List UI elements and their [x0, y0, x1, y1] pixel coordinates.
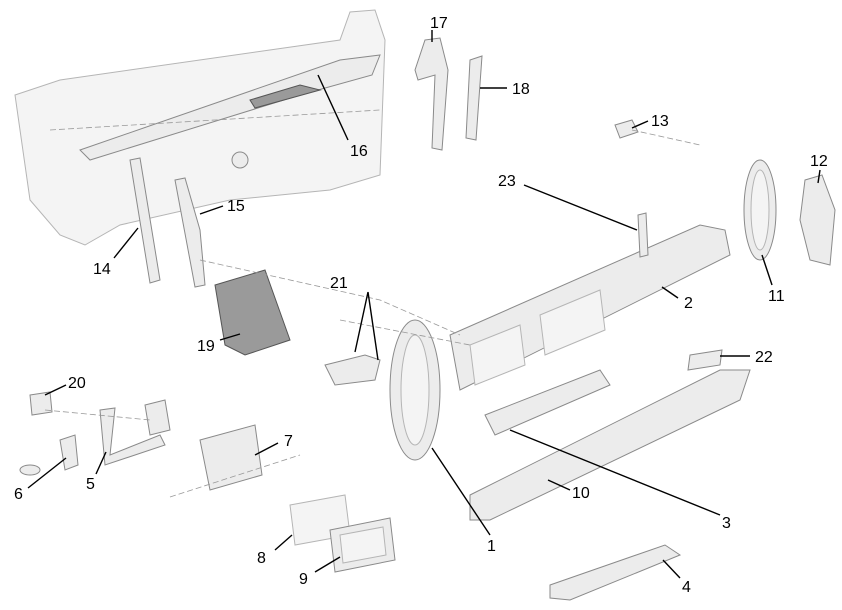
callout-2: 2 [684, 295, 693, 312]
callout-5: 5 [86, 476, 95, 493]
callout-15: 15 [227, 198, 245, 215]
part-21 [324, 354, 381, 386]
callout-4: 4 [682, 579, 691, 596]
callout-13: 13 [651, 113, 669, 130]
callout-12: 12 [810, 153, 828, 170]
callout-9: 9 [299, 571, 308, 588]
callout-18: 18 [512, 81, 530, 98]
callout-6: 6 [14, 486, 23, 503]
callout-16: 16 [350, 143, 368, 160]
part-20 [29, 391, 53, 416]
callout-11: 11 [768, 288, 785, 305]
callout-17: 17 [430, 15, 448, 32]
callout-22: 22 [755, 349, 773, 366]
callout-23: 23 [498, 173, 516, 190]
callout-20: 20 [68, 375, 86, 392]
part-17 [414, 37, 449, 151]
callout-10: 10 [572, 485, 590, 502]
part-19 [214, 269, 291, 356]
callout-14: 14 [93, 261, 111, 278]
callout-21: 21 [330, 275, 348, 292]
part-5 [99, 407, 166, 466]
body-panel [14, 9, 386, 246]
part-12 [799, 174, 836, 266]
callout-7: 7 [284, 433, 293, 450]
callout-8: 8 [257, 550, 266, 567]
part-6 [59, 434, 79, 471]
callout-3: 3 [722, 515, 731, 532]
part-22 [687, 349, 723, 371]
part-23 [637, 212, 649, 258]
leader-lines [27, 30, 821, 579]
part-5b [144, 399, 171, 436]
callout-19: 19 [197, 338, 215, 355]
part-4 [549, 544, 682, 601]
part-15 [174, 177, 206, 288]
part-10 [469, 369, 751, 521]
part-7 [199, 424, 263, 491]
part-13 [614, 119, 639, 139]
callout-1: 1 [487, 538, 496, 555]
part-14 [129, 157, 161, 284]
part-18 [465, 55, 483, 141]
part-3 [484, 369, 611, 436]
